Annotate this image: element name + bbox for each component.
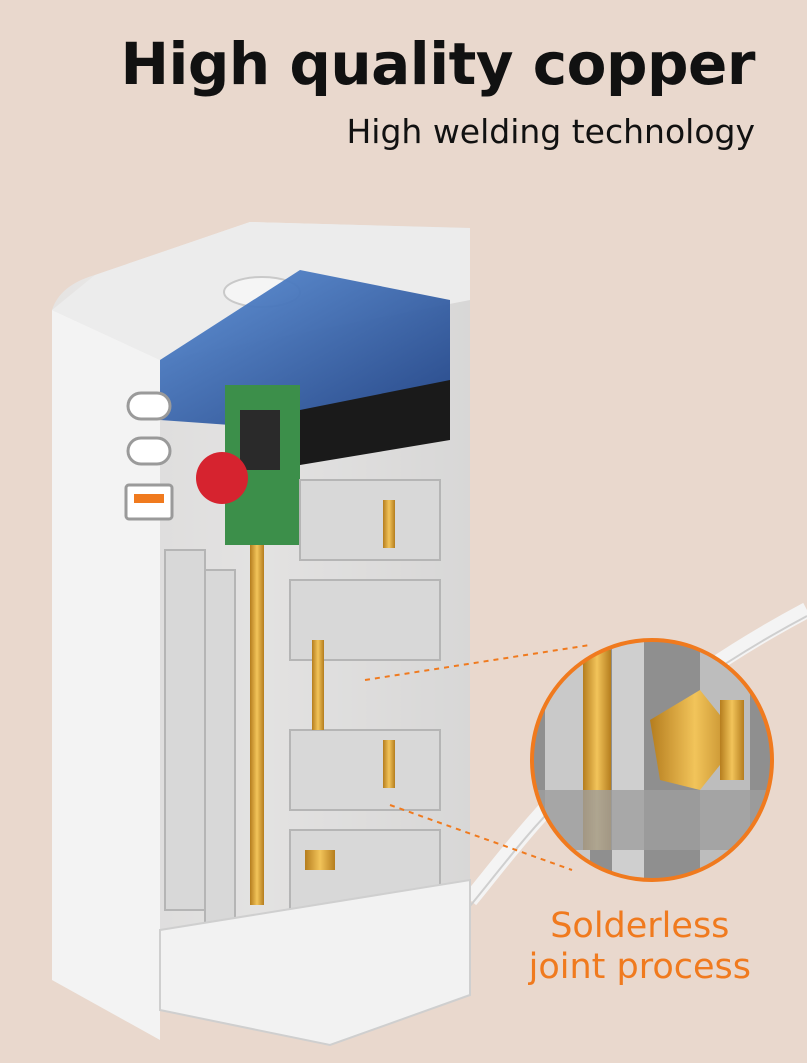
callout-line-2: joint process [528,947,751,988]
magnified-detail [530,638,774,882]
page-subtitle: High welding technology [346,112,755,151]
copper-strips [250,500,395,905]
callout-line-1: Solderless [550,906,730,946]
capacitor [196,452,248,504]
circuit-board [160,270,450,545]
port-panel [124,391,174,521]
socket-frame [164,479,441,931]
page-title: High quality copper [120,30,755,98]
callout-lines [364,644,591,871]
charger-base [159,878,471,1047]
usb-c-port-icon [126,391,172,421]
usb-c-port-icon [126,436,172,466]
solderless-callout: Solderless joint process [529,906,751,989]
